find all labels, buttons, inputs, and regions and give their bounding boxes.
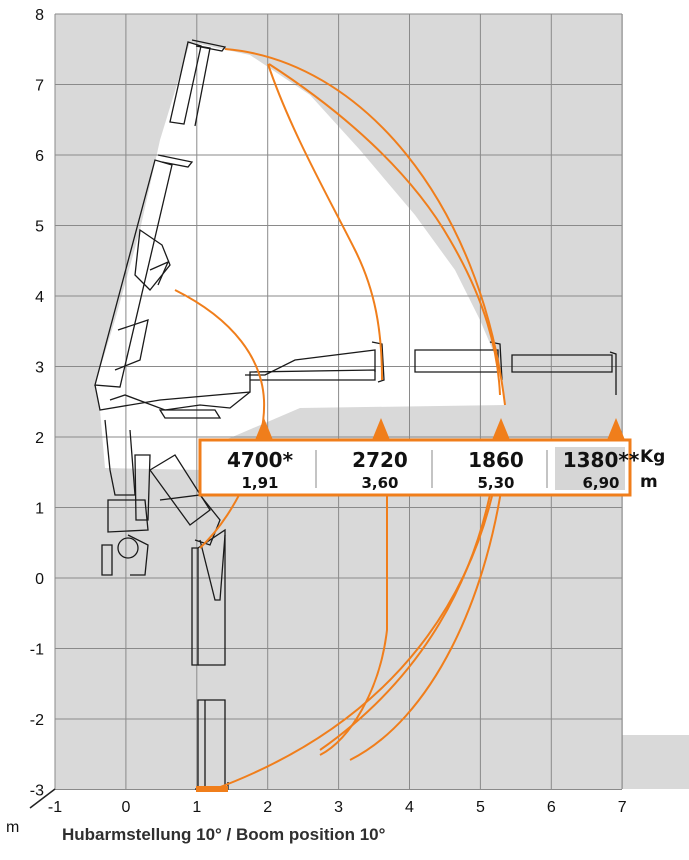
capacity-table: 4700* 1,91 2720 3,60 1860 5,30 1380** 6,90 Kg m (198, 418, 665, 497)
unit-label: m (6, 819, 19, 836)
reach-curve (319, 454, 498, 751)
unit-m: m (640, 472, 658, 492)
load-value: 1380** (563, 448, 640, 472)
reach-curves (174, 48, 507, 790)
y-tick-label: 6 (35, 148, 44, 165)
x-tick-label: 2 (263, 799, 272, 816)
x-tick-label: 5 (476, 799, 485, 816)
x-tick-label: 0 (121, 799, 130, 816)
grid-lines (54, 13, 623, 790)
y-tick-label: 0 (35, 571, 44, 588)
reach-value: 1,91 (241, 474, 278, 492)
load-marker (372, 418, 390, 440)
load-value: 2720 (352, 448, 408, 472)
unit-kg: Kg (640, 447, 665, 467)
x-tick-label: -1 (48, 799, 62, 816)
reach-curve (174, 289, 266, 549)
reach-curve (319, 455, 388, 756)
reach-value: 6,90 (582, 474, 619, 492)
working-envelope (95, 42, 505, 470)
base-marker (196, 786, 228, 792)
y-tick-label: 4 (35, 289, 44, 306)
y-tick-label: 8 (35, 7, 44, 24)
diagram-caption: Hubarmstellung 10° / Boom position 10° (62, 825, 386, 844)
y-tick-label: 2 (35, 430, 44, 447)
y-tick-label: 1 (35, 501, 44, 518)
reach-curve (224, 48, 506, 406)
x-tick-label: 1 (192, 799, 201, 816)
y-tick-label: 5 (35, 219, 44, 236)
y-tick-label: -3 (30, 783, 44, 800)
load-marker (492, 418, 510, 440)
x-tick-label: 6 (547, 799, 556, 816)
reach-curve (267, 63, 383, 381)
y-tick-label: -1 (30, 642, 44, 659)
reach-curve (268, 63, 501, 396)
reach-value: 5,30 (477, 474, 514, 492)
origin-diagonal (29, 788, 56, 809)
x-tick-label: 7 (618, 799, 627, 816)
x-tick-label: 3 (334, 799, 343, 816)
load-value: 1860 (468, 448, 524, 472)
highlight-cell (555, 447, 625, 490)
axis-ticks: -1 0 1 2 3 4 5 6 7 8 7 6 5 4 3 2 1 0 -1 -2 -3 m (6, 7, 627, 836)
y-tick-label: -2 (30, 712, 44, 729)
grid-extension (622, 735, 689, 789)
load-value: 4700* (227, 448, 294, 472)
reach-curve (349, 454, 507, 761)
x-tick-label: 4 (405, 799, 414, 816)
reach-curve (214, 454, 501, 790)
reach-value: 3,60 (361, 474, 398, 492)
y-tick-label: 7 (35, 78, 44, 95)
load-marker (607, 418, 625, 440)
load-marker (255, 418, 273, 440)
y-tick-label: 3 (35, 360, 44, 377)
